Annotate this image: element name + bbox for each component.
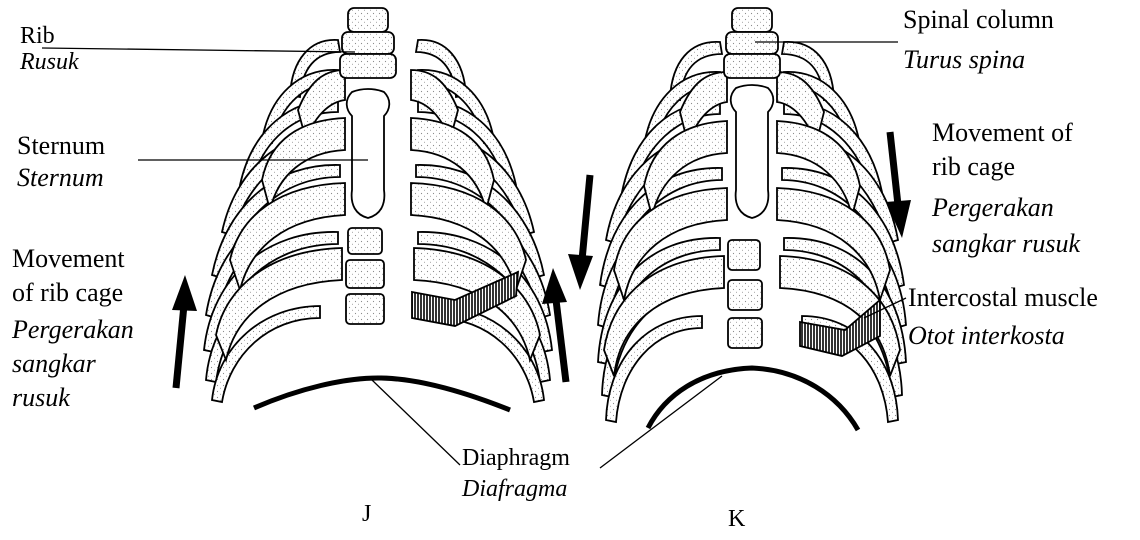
label-movement-j-en-1: Movement: [12, 243, 125, 274]
rib-cage-k-left-ribs: [598, 42, 727, 422]
label-diaphragm-ms: Diafragma: [462, 475, 567, 503]
label-rib-en: Rib: [20, 22, 55, 50]
label-rib-ms: Rusuk: [20, 48, 79, 76]
spine-j-top: [340, 8, 396, 78]
sternum-k: [731, 85, 774, 218]
label-diaphragm-en: Diaphragm: [462, 444, 570, 472]
spine-k-top: [724, 8, 780, 78]
label-movement-k-en-2: rib cage: [932, 151, 1015, 182]
label-intercostal-en: Intercostal muscle: [908, 282, 1098, 313]
rib-cage-j-right-ribs: [411, 40, 552, 402]
spine-k-lower: [728, 240, 762, 348]
label-sternum-ms: Sternum: [17, 162, 104, 193]
caption-j: J: [362, 500, 371, 528]
label-movement-j-ms-3: rusuk: [12, 382, 70, 413]
spine-j-lower: [346, 228, 384, 324]
label-movement-k-ms-2: sangkar rusuk: [932, 228, 1080, 259]
arrow-up-j-left: [172, 275, 197, 388]
rib-cage-j-left-ribs: [204, 40, 345, 402]
label-spinal-column-en: Spinal column: [903, 4, 1054, 35]
sternum-j: [347, 89, 390, 218]
rib-cage-k: [598, 8, 906, 422]
label-movement-j-en-2: of rib cage: [12, 277, 123, 308]
label-spinal-column-ms: Turus spina: [903, 44, 1025, 75]
diaphragm-j: [254, 378, 510, 410]
rib-cage-j: [204, 8, 552, 402]
diaphragm-k: [648, 368, 858, 430]
caption-k: K: [728, 505, 745, 533]
rib-cage-k-right-ribs: [777, 42, 906, 422]
label-sternum-en: Sternum: [17, 130, 105, 161]
arrow-down-k-left: [568, 175, 593, 290]
label-movement-k-ms-1: Pergerakan: [932, 192, 1054, 223]
label-movement-j-ms-1: Pergerakan: [12, 314, 134, 345]
leader-diaphragm-j: [372, 380, 460, 465]
label-intercostal-ms: Otot interkosta: [908, 320, 1065, 351]
label-movement-k-en-1: Movement of: [932, 117, 1073, 148]
label-movement-j-ms-2: sangkar: [12, 348, 96, 379]
